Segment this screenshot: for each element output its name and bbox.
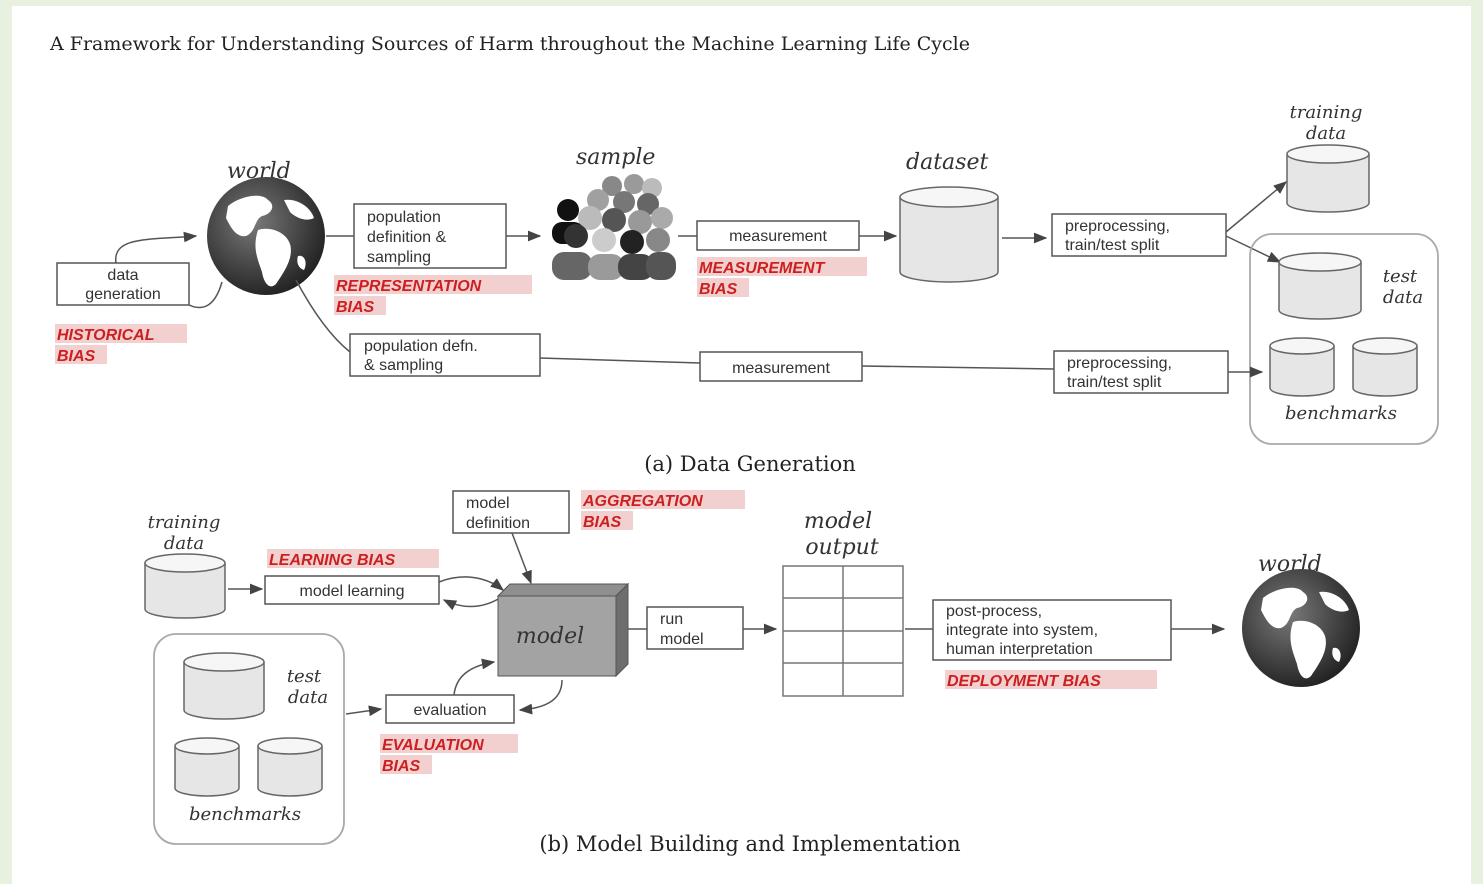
evaluation-box	[385, 694, 515, 724]
representation-bias-line2: BIAS	[336, 299, 375, 316]
model-definition-line2: definition	[466, 515, 530, 532]
training-data-label-a-line2: data	[1306, 123, 1346, 144]
model-definition-box	[452, 490, 570, 534]
caption-a: (a) Data Generation	[644, 452, 856, 476]
sample-label: sample	[576, 145, 655, 170]
learning-bias-text: LEARNING BIAS	[269, 552, 396, 569]
figure-panel: A Framework for Understanding Sources of…	[12, 6, 1471, 884]
benchmark-cylinder-b-icon	[257, 737, 323, 797]
representation-bias-line1: REPRESENTATION	[336, 278, 482, 295]
run-model-line1: run	[660, 611, 683, 628]
figure-title: A Framework for Understanding Sources of…	[49, 33, 970, 55]
post-process-line3: human interpretation	[946, 641, 1093, 658]
population-defn-line1: population defn.	[364, 338, 478, 355]
test-data-cylinder-b-icon	[183, 652, 265, 720]
aggregation-bias-line1: AGGREGATION	[582, 493, 703, 510]
output-grid-icon	[782, 565, 904, 697]
population-sampling-line1: population	[367, 209, 441, 226]
training-data-label-a-line1: training	[1290, 102, 1363, 123]
training-data-cylinder-b-icon	[144, 553, 226, 619]
training-data-label-b-line1: training	[148, 512, 221, 533]
arrow-datagen-to-world	[115, 231, 198, 264]
benchmark-cylinder-b-icon	[174, 737, 240, 797]
model-cube-icon	[496, 582, 630, 678]
training-data-label-b-line2: data	[164, 533, 204, 554]
population-defn-box	[349, 333, 541, 377]
training-data-cylinder-icon	[1286, 144, 1370, 213]
population-sampling-line2: definition &	[367, 229, 446, 246]
post-process-box	[932, 599, 1172, 661]
measurement-top-text: measurement	[729, 228, 827, 245]
preprocessing-bottom-line2: train/test split	[1067, 374, 1162, 391]
measurement-bottom-box	[699, 351, 863, 382]
population-sampling-box	[353, 203, 507, 269]
population-defn-line2: & sampling	[364, 357, 443, 374]
measurement-bias-line2: BIAS	[699, 281, 738, 298]
post-process-line2: integrate into system,	[946, 622, 1098, 639]
test-data-label-a-line2: data	[1383, 287, 1423, 308]
data-generation-box	[56, 262, 190, 306]
people-crowd-icon	[552, 174, 676, 280]
benchmarks-label-a: benchmarks	[1285, 403, 1397, 424]
evaluation-bias-line1: EVALUATION	[382, 737, 484, 754]
model-definition-line1: model	[466, 495, 510, 512]
historical-bias-line1: HISTORICAL	[57, 327, 154, 344]
test-data-label-b-line1: test	[287, 666, 322, 687]
globe-icon	[1242, 569, 1360, 687]
test-data-label-a-line1: test	[1383, 266, 1418, 287]
caption-b: (b) Model Building and Implementation	[539, 832, 960, 856]
test-data-label-b-line2: data	[288, 687, 328, 708]
test-data-cylinder-icon	[1278, 252, 1362, 320]
model-output-label-line1: model	[804, 509, 872, 534]
historical-bias-line2: BIAS	[57, 348, 96, 365]
model-output-label-line2: output	[805, 535, 879, 560]
evaluation-bias-highlight	[380, 734, 518, 753]
test-benchmarks-group-a	[1249, 233, 1439, 445]
evaluation-text: evaluation	[414, 702, 487, 719]
dataset-label: dataset	[906, 150, 988, 175]
deployment-bias-highlight	[945, 670, 1157, 689]
historical-bias-highlight	[55, 324, 187, 343]
population-sampling-line3: sampling	[367, 249, 431, 266]
representation-bias-highlight	[334, 275, 532, 294]
data-generation-line2: generation	[85, 286, 161, 303]
globe-icon	[207, 177, 325, 295]
learning-bias-highlight	[267, 549, 439, 568]
line-world-to-datagen	[188, 281, 223, 309]
aggregation-bias-line2: BIAS	[583, 514, 622, 531]
deployment-bias-text: DEPLOYMENT BIAS	[947, 673, 1101, 690]
preprocessing-bottom-line1: preprocessing,	[1067, 355, 1172, 372]
model-learning-text: model learning	[300, 583, 405, 600]
model-label: model	[516, 624, 584, 649]
run-model-line2: model	[660, 631, 704, 648]
evaluation-bias-line2: BIAS	[382, 758, 421, 775]
benchmark-cylinder-icon	[1269, 337, 1335, 397]
benchmarks-label-b: benchmarks	[189, 804, 301, 825]
dataset-cylinder-icon	[899, 186, 999, 283]
preprocessing-top-line2: train/test split	[1065, 237, 1160, 254]
preprocessing-top-box	[1051, 213, 1227, 257]
aggregation-bias-highlight	[581, 490, 745, 509]
post-process-line1: post-process,	[946, 603, 1042, 620]
ml-harm-diagram: A Framework for Understanding Sources of…	[49, 33, 1439, 856]
preprocessing-top-line1: preprocessing,	[1065, 218, 1170, 235]
test-benchmarks-group-b	[153, 633, 345, 845]
data-generation-line1: data	[107, 267, 138, 284]
measurement-bias-line1: MEASUREMENT	[699, 260, 826, 277]
benchmark-cylinder-icon	[1352, 337, 1418, 397]
run-model-box	[646, 606, 744, 650]
model-learning-box	[264, 575, 440, 605]
measurement-bias-highlight	[697, 257, 867, 276]
measurement-bottom-text: measurement	[732, 360, 830, 377]
